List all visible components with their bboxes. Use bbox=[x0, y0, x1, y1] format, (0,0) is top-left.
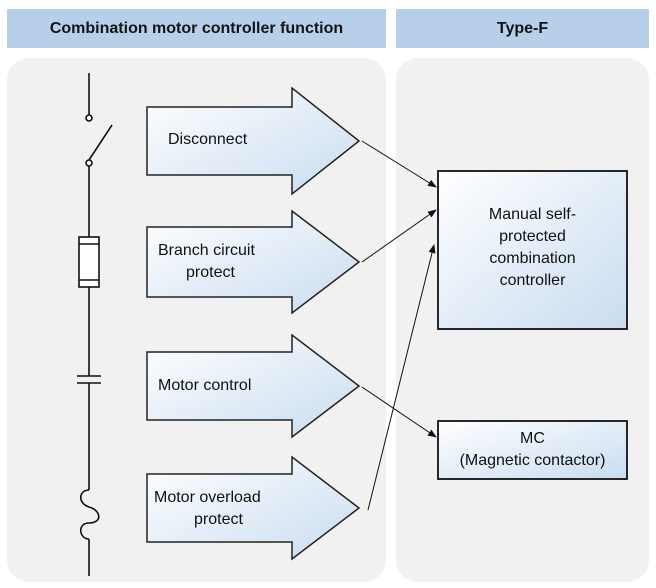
right-header-title: Type-F bbox=[496, 19, 549, 37]
mc-label: MC (Magnetic contactor) bbox=[459, 430, 606, 469]
connector-overload bbox=[367, 244, 436, 511]
connector-disconnect bbox=[361, 140, 437, 188]
left-header-title: Combination motor controller function bbox=[49, 19, 344, 37]
circuit-schematic bbox=[77, 73, 113, 576]
mc-box bbox=[437, 420, 628, 480]
disconnect-switch-blade bbox=[88, 124, 113, 161]
left-header: Combination motor controller function bbox=[7, 9, 386, 48]
arrow-motor-control bbox=[146, 333, 361, 439]
arrow-motor-overload-protect bbox=[146, 455, 361, 561]
connector-motor-control bbox=[361, 386, 437, 438]
connector-branch-protect bbox=[361, 209, 437, 263]
manual-controller-label: Manual self- protected combination contr… bbox=[488, 206, 577, 289]
overload-relay-symbol bbox=[79, 489, 100, 540]
manual-controller-box bbox=[437, 170, 628, 330]
switch-contact-top bbox=[85, 114, 93, 122]
arrow-branch-circuit-protect bbox=[146, 209, 361, 315]
function-label-disconnect: Disconnect bbox=[168, 131, 248, 148]
function-label-motor-overload-protect: Motor overload protect bbox=[154, 489, 261, 528]
function-label-motor-control: Motor control bbox=[158, 377, 252, 394]
function-label-branch-circuit-protect: Branch circuit protect bbox=[158, 242, 255, 281]
switch-contact-bottom bbox=[85, 159, 93, 167]
right-header: Type-F bbox=[396, 9, 649, 48]
arrow-disconnect bbox=[146, 86, 361, 196]
